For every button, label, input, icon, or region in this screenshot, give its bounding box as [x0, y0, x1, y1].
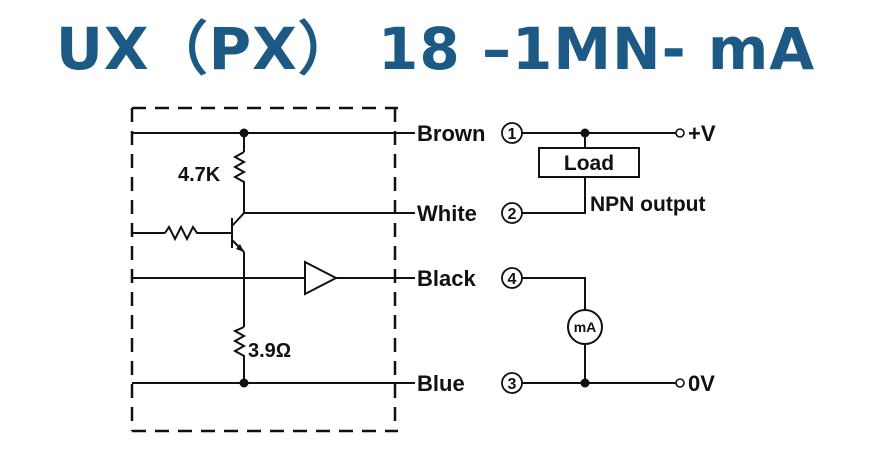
terminal-blue-label: Blue — [417, 371, 465, 396]
supply-zero-label: 0V — [688, 371, 715, 396]
load-box — [538, 147, 640, 178]
terminal-black-label: Black — [417, 266, 476, 291]
output-buffer — [304, 260, 339, 296]
pullup-resistor — [232, 151, 247, 188]
output-wire — [522, 177, 586, 214]
emitter-resistor — [232, 326, 247, 360]
page-title: UX（PX） 18 –1MN- mA — [55, 15, 816, 83]
junction-dot — [239, 378, 249, 388]
junction-dot — [580, 378, 590, 388]
meter-wire — [522, 277, 586, 310]
pullup-resistor-label: 4.7K — [178, 164, 221, 186]
base-resistor — [164, 224, 232, 242]
npn-output-label: NPN output — [590, 193, 705, 216]
terminal-3-number: 3 — [508, 376, 517, 393]
emitter-resistor-label: 3.9Ω — [248, 340, 291, 362]
terminal-1-number: 1 — [508, 126, 517, 143]
sensor-housing — [130, 106, 398, 433]
terminal-white-label: White — [417, 201, 477, 226]
load-label: Load — [564, 152, 614, 175]
milliammeter-label: mA — [574, 319, 597, 335]
terminal-2-number: 2 — [508, 206, 517, 223]
terminal-brown-label: Brown — [417, 121, 485, 146]
terminal-4-number: 4 — [508, 271, 517, 288]
supply-zero-terminal — [675, 378, 685, 388]
supply-positive-label: +V — [688, 121, 716, 146]
npn-transistor — [231, 212, 245, 253]
supply-positive-terminal — [675, 128, 685, 138]
